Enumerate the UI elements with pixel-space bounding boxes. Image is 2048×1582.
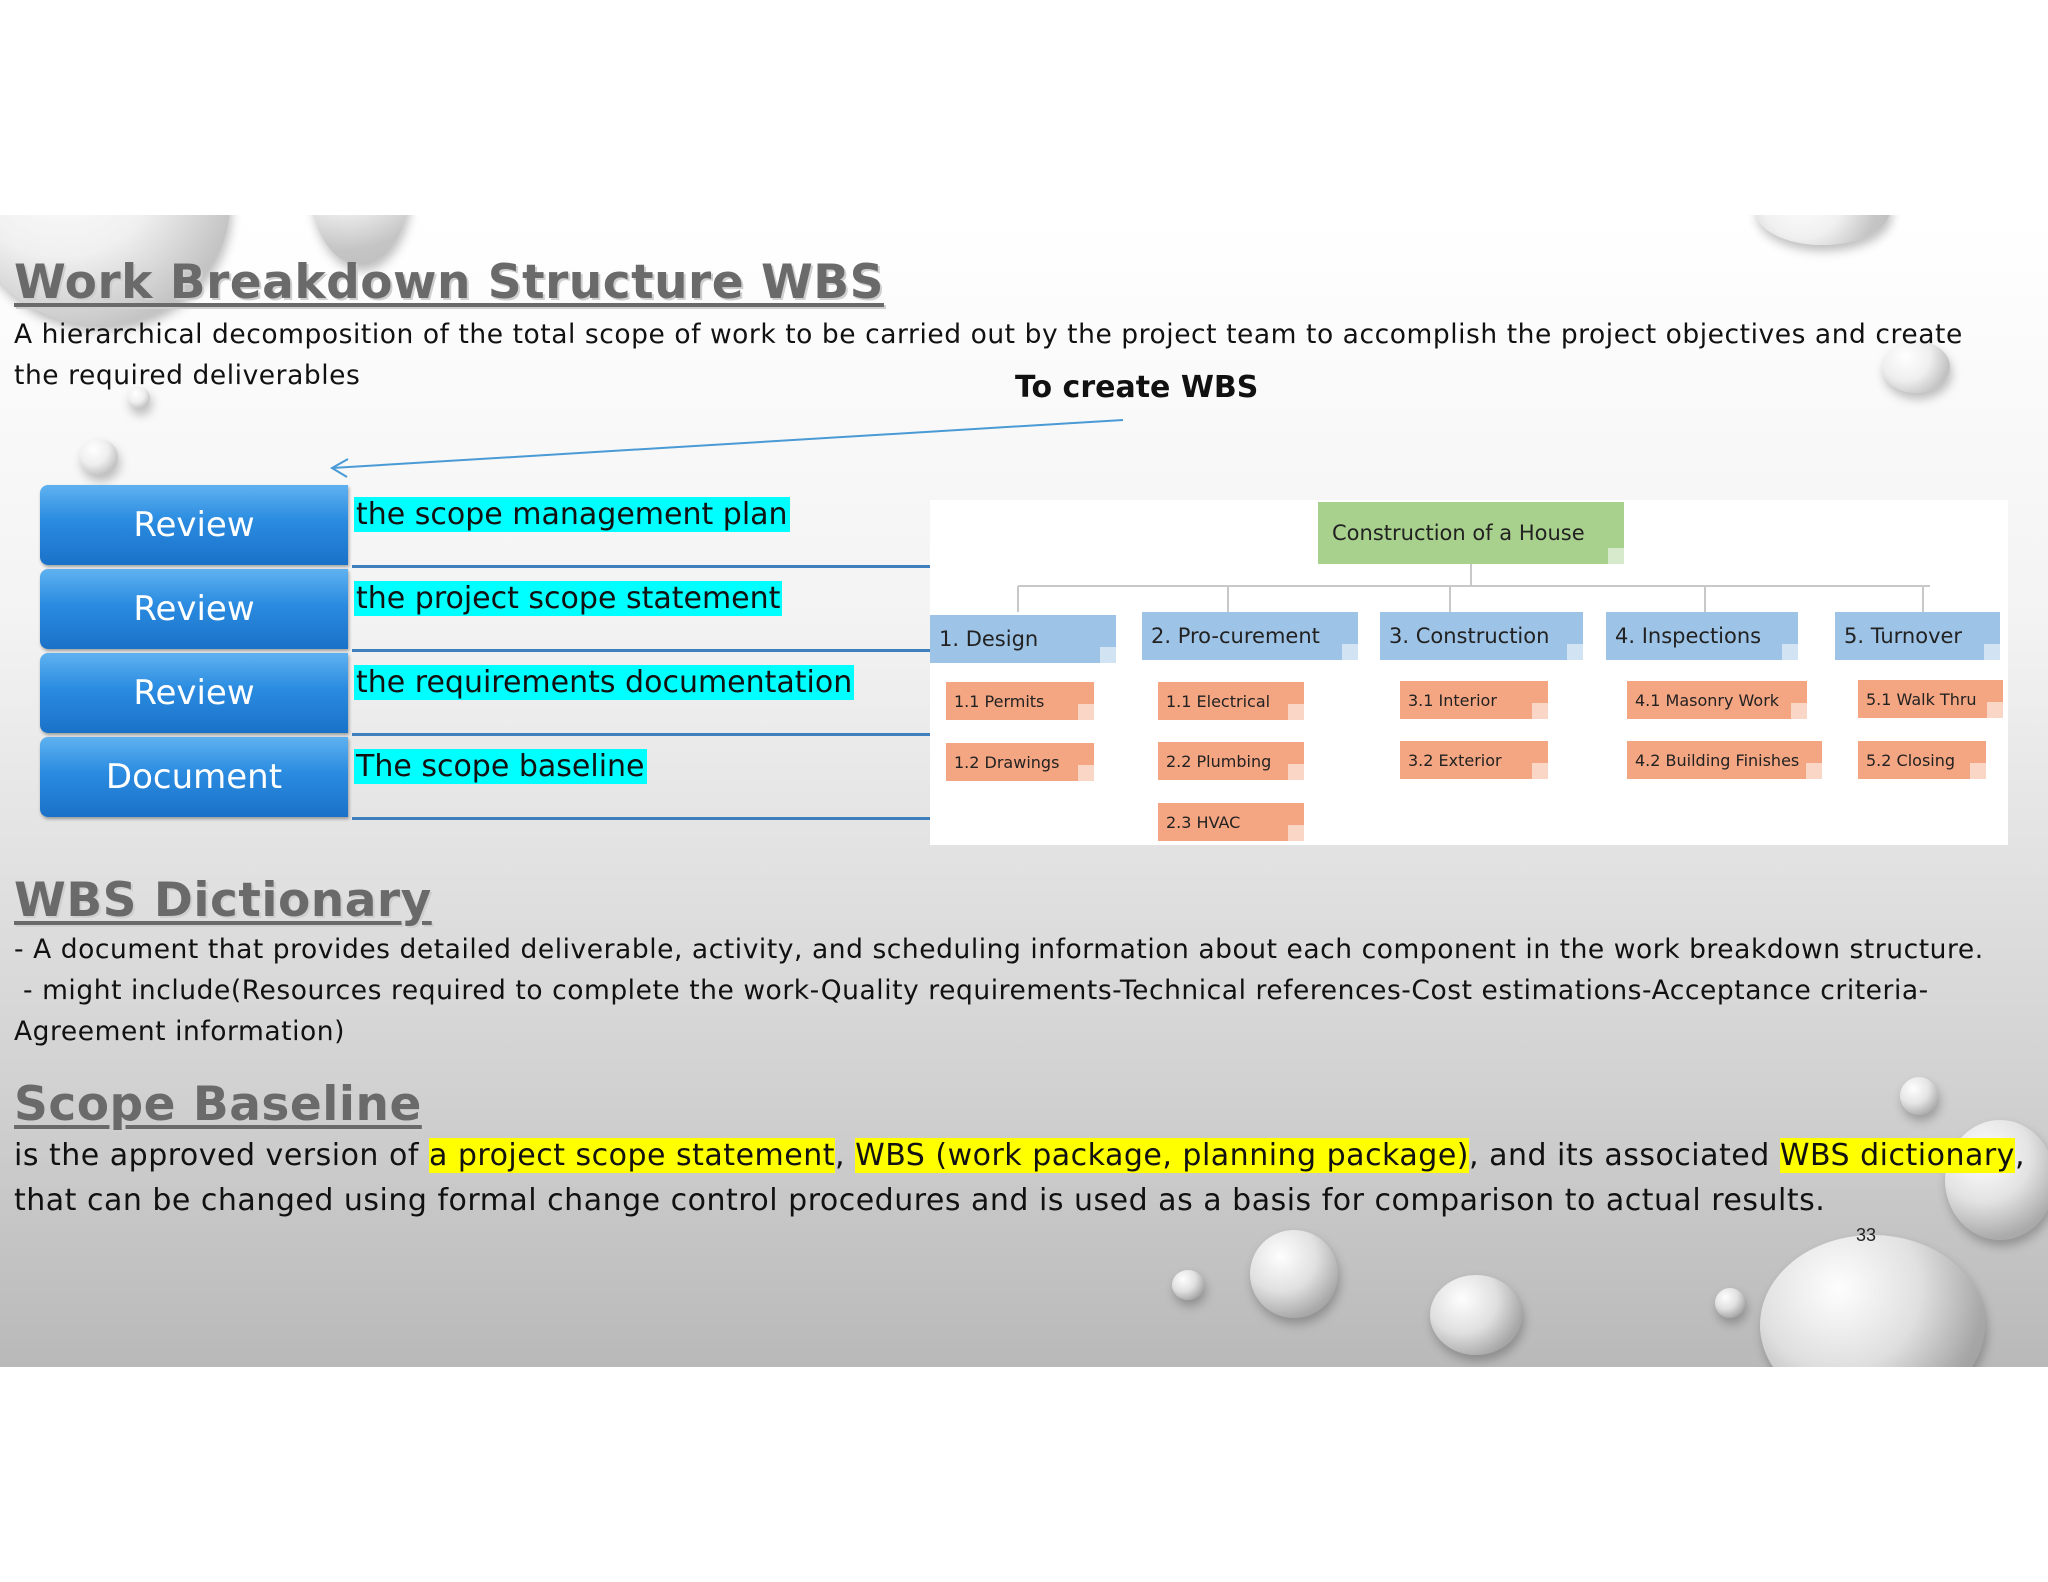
wbs-node-hvac: 2.3 HVAC <box>1158 803 1304 841</box>
wbs-node-inspections: 4. Inspections <box>1606 612 1798 660</box>
wbs-dictionary-line-2: - might include(Resources required to co… <box>14 975 1929 1047</box>
wbs-node-plumbing: 2.2 Plumbing <box>1158 742 1304 780</box>
wbs-dictionary-heading: WBS Dictionary <box>14 873 432 928</box>
step-detail-row-4: The scope baseline <box>352 737 930 820</box>
wbs-node-walk-thru: 5.1 Walk Thru <box>1858 680 2003 718</box>
step-detail-text: the scope management plan <box>354 497 790 532</box>
step-action-review-3: Review <box>40 653 348 733</box>
water-drop-decoration <box>1172 1270 1204 1300</box>
baseline-text-part: , <box>834 1138 856 1173</box>
wbs-node-procurement: 2. Pro-curement <box>1142 612 1358 660</box>
scope-baseline-text: is the approved version of a project sco… <box>14 1133 2034 1223</box>
water-drop-decoration <box>1882 341 1950 393</box>
wbs-node-building-finishes: 4.2 Building Finishes <box>1627 741 1822 779</box>
step-detail-row-3: the requirements documentation <box>352 653 930 736</box>
wbs-node-electrical: 1.1 Electrical <box>1158 682 1304 720</box>
highlight-wbs-dictionary: WBS dictionary <box>1779 1138 2015 1173</box>
step-detail-text: the project scope statement <box>354 581 783 616</box>
step-detail-text: The scope baseline <box>354 749 647 784</box>
water-drop-decoration <box>1430 1275 1522 1355</box>
step-detail-row-2: the project scope statement <box>352 569 930 652</box>
org-chart-connectors <box>1017 564 1930 612</box>
baseline-text-part: , and its associated <box>1469 1138 1780 1173</box>
wbs-org-chart: Construction of a House 1. Design 2. Pro… <box>930 500 2008 845</box>
wbs-node-design: 1. Design <box>930 615 1116 663</box>
water-drop-decoration <box>1900 1077 1938 1115</box>
baseline-text-part: , that can be changed using formal chang… <box>14 1138 2025 1218</box>
wbs-definition: A hierarchical decomposition of the tota… <box>14 319 1963 391</box>
water-drop-decoration <box>128 387 150 409</box>
highlight-project-scope-statement: a project scope statement <box>428 1138 835 1173</box>
wbs-node-closing: 5.2 Closing <box>1858 741 1986 779</box>
wbs-node-interior: 3.1 Interior <box>1400 681 1548 719</box>
slide: Work Breakdown Structure WBS A hierarchi… <box>0 215 2048 1367</box>
wbs-node-turnover: 5. Turnover <box>1835 612 2000 660</box>
water-drop-decoration <box>1760 1235 1985 1367</box>
wbs-node-permits: 1.1 Permits <box>946 682 1094 720</box>
scope-baseline-heading: Scope Baseline <box>14 1077 422 1132</box>
wbs-heading: Work Breakdown Structure WBS <box>14 255 884 310</box>
highlight-wbs-packages: WBS (work package, planning package) <box>855 1138 1469 1173</box>
wbs-node-construction: 3. Construction <box>1380 612 1583 660</box>
step-detail-row-1: the scope management plan <box>352 485 930 568</box>
baseline-text-part: is the approved version of <box>14 1138 429 1173</box>
page-number: 33 <box>1856 1225 1877 1245</box>
water-drop-decoration <box>1715 1288 1745 1318</box>
wbs-node-drawings: 1.2 Drawings <box>946 743 1094 781</box>
to-create-wbs-label: To create WBS <box>1015 370 1259 405</box>
wbs-node-exterior: 3.2 Exterior <box>1400 741 1548 779</box>
wbs-dictionary-line-1: - A document that provides detailed deli… <box>14 934 1984 965</box>
water-drop-decoration <box>1250 1230 1338 1318</box>
step-action-review-1: Review <box>40 485 348 565</box>
step-detail-text: the requirements documentation <box>354 665 855 700</box>
wbs-node-masonry-work: 4.1 Masonry Work <box>1627 681 1807 719</box>
pointer-arrow <box>330 419 1124 478</box>
wbs-root-node: Construction of a House <box>1318 502 1624 564</box>
water-drop-decoration <box>80 439 118 475</box>
step-action-document: Document <box>40 737 348 817</box>
step-action-review-2: Review <box>40 569 348 649</box>
